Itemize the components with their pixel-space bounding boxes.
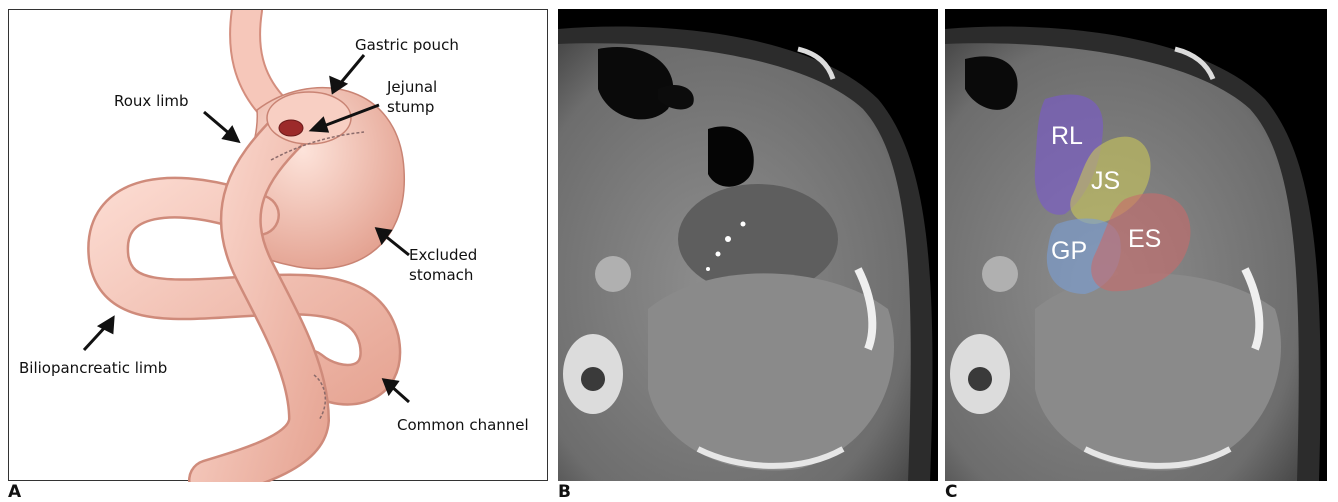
segment-label-gp: GP [1051, 237, 1087, 265]
arrow-roux-limb [204, 112, 231, 135]
ct-scan-b [558, 9, 938, 481]
ct-scan-c: RL JS GP ES [945, 9, 1327, 481]
segment-label-es: ES [1128, 225, 1161, 253]
label-jejunal-stump-line2: stump [387, 98, 434, 116]
arrow-excluded-stomach [384, 235, 409, 255]
segment-label-rl: RL [1051, 122, 1083, 150]
panel-b-ct-image [558, 9, 938, 481]
gastric-bypass-illustration: Gastric pouch Jejunal stump Roux limb Ex… [9, 10, 549, 482]
label-roux-limb: Roux limb [114, 92, 189, 110]
panel-letter-a: A [8, 482, 21, 502]
label-biliopancreatic-limb: Biliopancreatic limb [19, 359, 167, 377]
jejunal-stump [279, 120, 303, 136]
aorta [982, 256, 1018, 292]
label-gastric-pouch: Gastric pouch [355, 36, 459, 54]
label-excluded-stomach-line1: Excluded [409, 246, 477, 264]
label-common-channel: Common channel [397, 416, 529, 434]
panel-a-illustration: Gastric pouch Jejunal stump Roux limb Ex… [8, 9, 548, 481]
label-excluded-stomach-line2: stomach [409, 266, 473, 284]
panel-letter-c: C [945, 482, 957, 502]
panel-letter-b: B [558, 482, 571, 502]
label-jejunal-stump-line1: Jejunal [386, 78, 437, 96]
panel-c-ct-segmented: RL JS GP ES [945, 9, 1327, 481]
aorta [595, 256, 631, 292]
segment-label-js: JS [1091, 167, 1120, 195]
arrow-gastric-pouch [339, 55, 364, 85]
